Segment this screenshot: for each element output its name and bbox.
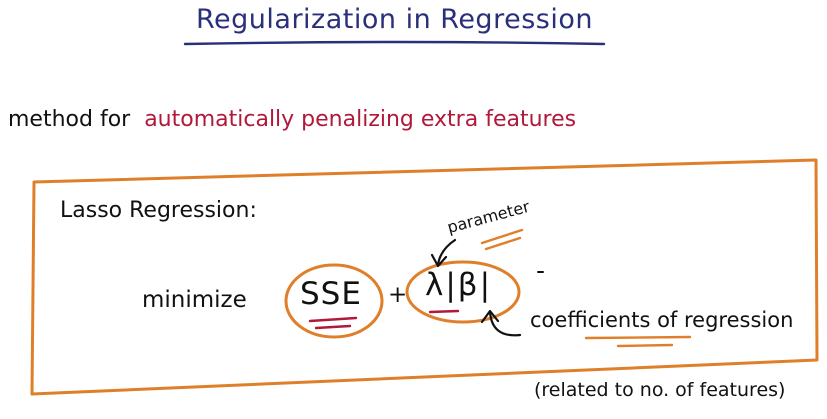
parameter-arrow: [436, 238, 457, 267]
sse-underline: [308, 316, 358, 323]
lambda-underline: [428, 309, 460, 314]
parameter-underline: [480, 228, 524, 245]
definition-emphasis: automatically penalizing extra features: [144, 107, 577, 132]
outline-box: [30, 158, 819, 396]
definition-line: method for automatically penalizing extra…: [8, 107, 576, 132]
coefficients-underline: [616, 343, 674, 348]
footnote: (related to no. of features): [534, 379, 786, 401]
penalty-term: λ|β|: [425, 267, 493, 303]
page-title: Regularization in Regression: [196, 4, 593, 35]
coefficients-arrow: [488, 310, 522, 337]
title-underline: [183, 40, 606, 46]
parameter-arrowhead: [430, 253, 448, 268]
definition-prefix: method for: [8, 107, 131, 132]
lasso-heading: Lasso Regression:: [60, 198, 257, 223]
coefficients-underline: [584, 335, 692, 340]
parameter-underline: [484, 236, 522, 251]
minimize-label: minimize: [142, 287, 247, 313]
penalty-circle: [405, 260, 521, 324]
coefficients-arrowhead: [480, 309, 500, 324]
sse-term: SSE: [300, 276, 362, 312]
plus-sign: +: [388, 282, 408, 308]
sse-circle: [284, 263, 384, 339]
sse-underline: [314, 324, 352, 330]
coefficients-note: coefficients of regression: [530, 308, 794, 332]
